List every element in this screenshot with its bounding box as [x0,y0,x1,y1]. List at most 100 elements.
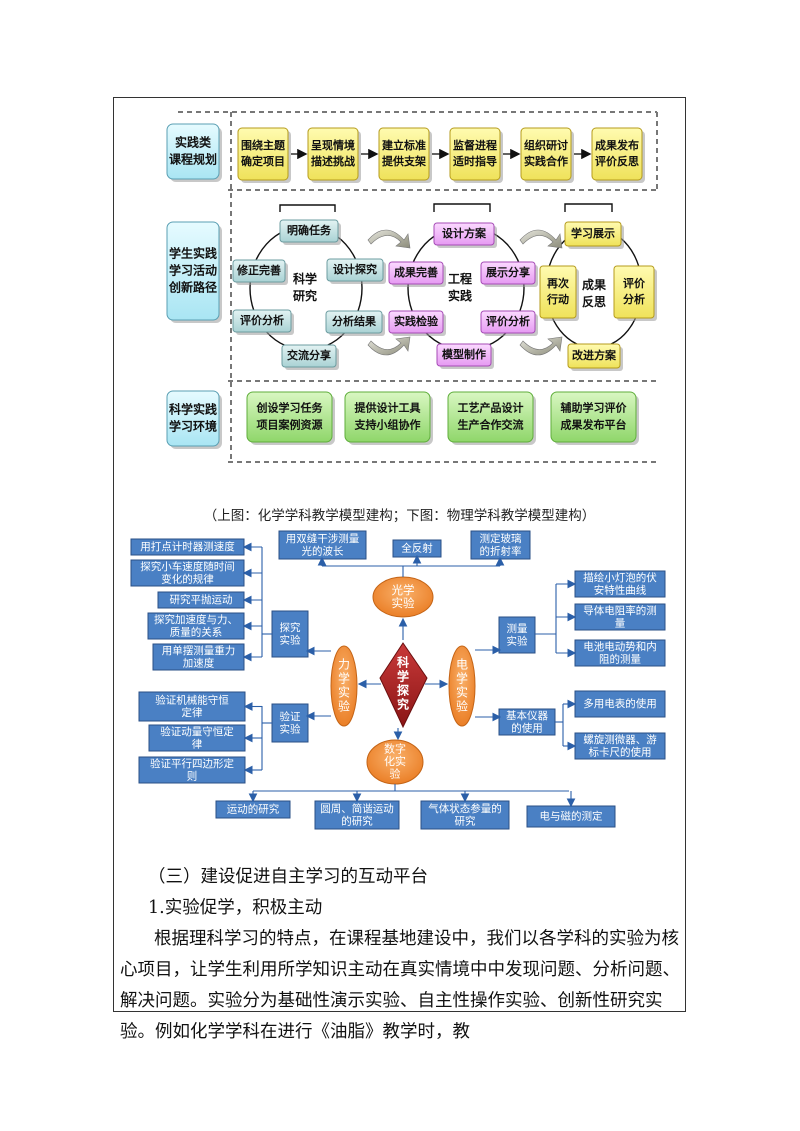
science-step-text: 明确任务 [287,223,332,237]
environment-text: 创设学习任务 [256,401,324,415]
plan-step-text: 确定项目 [241,154,285,168]
verify-item [138,756,246,784]
mechanics-oval-text: 力 [338,658,350,672]
science-step-text: 交流分享 [287,348,331,362]
science-step-box [279,219,339,243]
section-heading: （三）建设促进自主学习的互动平台 [148,867,428,887]
plan-step-text: 呈现情境 [311,138,355,152]
science-step-text: 分析结果 [332,314,376,328]
engineering-step-text: 评价分析 [486,314,530,328]
science-step-box [232,259,286,283]
verify-item-text: 验证动量守恒定 [160,725,234,738]
digital-oval-text: 化实 [384,754,406,768]
loop-bracket [564,203,613,212]
measure-item [574,603,666,631]
reflection-step-box [539,265,577,319]
engineering-step-text: 实践检验 [394,314,439,328]
environment-text: 生产合作交流 [458,418,524,432]
science-step-box [325,310,383,334]
plan-step-box [520,127,572,181]
science-step-text: 设计探究 [333,262,377,276]
environment-box [550,391,637,443]
plan-step-box [449,127,501,181]
explore-item-text: 探究小车速度随时间 [140,560,235,573]
plan-step-text: 建立标准 [382,138,426,152]
electric-oval-text: 学 [456,671,468,686]
verify-item-text: 验证平行四边形定 [150,757,234,770]
curved-arrow-icon [519,336,563,356]
engineering-step-text: 模型制作 [442,347,486,361]
measure-box-text: 实验 [507,634,528,647]
reflection-step-text: 分析 [623,292,645,306]
environment-box [447,391,534,443]
digital-item-text: 的研究 [341,814,373,827]
digital-item-text: 气体状态参量的 [428,802,502,815]
plan-step-box [591,127,643,181]
plan-step-text: 提供支架 [382,154,426,168]
basic-item [574,732,666,760]
environment-text: 辅助学习评价 [561,401,628,415]
row-label-text: 创新路径 [168,280,217,295]
mechanics-oval-text: 实 [338,685,350,700]
subsection-heading: 1.实验促学，积极主动 [148,898,323,918]
center-diamond-text: 究 [397,697,409,712]
basic-box [498,708,556,736]
digital-oval-text: 验 [390,767,401,781]
electric-oval-text: 验 [456,699,468,714]
explore-box-text: 探究 [280,621,301,634]
verify-box-text: 验证 [280,710,301,723]
body-text: （三）建设促进自主学习的互动平台 1.实验促学，积极主动 根据理科学习的特点，在… [120,862,680,1048]
science-step-text: 修正完善 [236,263,281,277]
plan-step-text: 成果发布 [595,138,639,152]
row-label-text: 学习活动 [169,263,217,278]
science-center-text: 科学 [293,271,317,286]
engineering-step-box [480,261,536,285]
plan-step-text: 组织研讨 [524,138,568,152]
measure-item [574,570,666,598]
mechanics-oval-text: 学 [338,671,350,686]
science-step-text: 评价分析 [240,313,284,327]
basic-item-text: 标卡尺的使用 [589,745,652,758]
environment-text: 项目案例资源 [257,418,323,432]
measure-box [498,616,536,654]
curved-arrow-icon [367,229,411,249]
verify-item-text: 验证机械能守恒 [155,693,229,706]
reflection-step-box [567,343,621,369]
reflection-step-box [564,221,622,247]
environment-box [246,391,333,443]
figure-caption: （上图：化学学科教学模型建构；下图：物理学科教学模型建构） [203,508,596,524]
plan-step-text: 描述挑战 [311,154,355,168]
plan-step-text: 适时指导 [453,154,497,168]
plan-step-text: 监督进程 [453,138,497,152]
chemistry-model-diagram: 实践类课程规划学生实践学习活动创新路径科学实践学习环境围绕主题确定项目呈现情境描… [166,111,658,463]
explore-box-text: 实验 [280,633,301,646]
explore-item-text: 用单摆测量重力 [162,644,236,657]
basic-item-text: 螺旋测微器、游 [583,733,657,746]
row-label-text: 学生实践 [169,246,217,261]
optics-item-text: 的折射率 [480,544,522,557]
loop-bracket [433,203,491,212]
center-diamond [379,642,428,729]
row-label-text: 实践类 [175,135,212,150]
basic-box-text: 的使用 [511,721,543,734]
mechanics-oval-text: 验 [338,699,350,714]
explore-item [147,612,245,640]
basic-item-text: 多用电表的使用 [583,697,657,710]
verify-box-text: 实验 [280,722,301,735]
environment-text: 提供设计工具 [355,401,421,415]
reflection-center-text: 成果 [582,277,606,292]
engineering-center-text: 实践 [448,288,472,303]
center-diamond-text: 探 [397,683,409,698]
electric-oval-text: 电 [456,658,468,672]
body-paragraph: 根据理科学习的特点，在课程基地建设中，我们以各学科的实验为核心项目，让学生利用所… [120,929,680,1042]
measure-item-text: 电池电动势和内 [583,640,657,653]
engineering-step-box [433,222,495,246]
explore-item-text: 加速度 [183,656,215,669]
optics-item-text: 用双缝干涉测量 [286,532,360,545]
engineering-step-text: 展示分享 [485,265,530,279]
curved-arrow-icon [367,336,411,356]
page-frame [113,97,686,1012]
digital-item-text: 圆周、简谐运动 [320,802,394,815]
optics-item [470,530,531,560]
science-center-text: 研究 [293,288,317,303]
